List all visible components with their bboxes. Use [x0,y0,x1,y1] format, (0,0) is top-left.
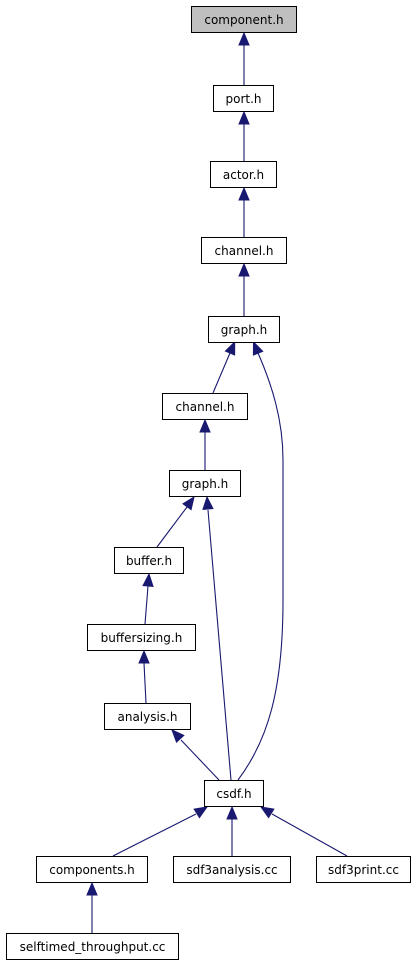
edge-channel2-to-graph-arrowhead [224,340,236,356]
edge-analysis-to-buffersizing-arrowhead [138,649,150,664]
edge-csdf-to-graph2 [207,509,232,781]
edge-channel-to-actor-arrowhead [238,186,250,201]
node-sdf3print-cc[interactable]: sdf3print.cc [316,856,411,883]
node-port-h[interactable]: port.h [213,85,274,112]
node-buffer-h[interactable]: buffer.h [114,547,184,574]
edge-selftimed-to-components-arrowhead [86,881,98,896]
edge-buffersizing-to-buffer [144,585,149,625]
edge-port-to-component-arrowhead [238,31,250,46]
edge-csdf-to-analysis-arrowhead [171,729,185,744]
node-selftimed-throughput-cc[interactable]: selftimed_throughput.cc [6,933,179,960]
edge-buffer-to-graph2 [156,506,188,548]
node-analysis-h[interactable]: analysis.h [104,703,191,730]
node-actor-h[interactable]: actor.h [210,161,277,188]
node-sdf3analysis-cc[interactable]: sdf3analysis.cc [173,856,291,883]
edge-csdf-to-graph2-arrowhead [202,495,214,510]
edge-components-to-csdf-arrowhead [193,806,209,819]
node-csdf-h[interactable]: csdf.h [204,780,264,807]
node-components-h[interactable]: components.h [36,856,148,883]
edge-csdf-to-graph-arrowhead [252,340,264,356]
edge-sdf3analysis-to-csdf-arrowhead [226,805,238,820]
node-buffersizing-h[interactable]: buffersizing.h [87,624,196,651]
edge-channel2-to-graph [212,352,231,394]
edge-graph2-to-channel2-arrowhead [199,418,211,433]
node-channel-h-top[interactable]: channel.h [201,237,287,264]
edge-buffersizing-to-buffer-arrowhead [142,572,154,587]
edge-csdf-to-analysis [180,739,220,781]
node-channel-h-mid[interactable]: channel.h [162,393,248,420]
edge-actor-to-port-arrowhead [238,110,250,125]
node-graph-h-mid[interactable]: graph.h [169,470,241,497]
edge-sdf3print-to-csdf [271,813,348,857]
edge-analysis-to-buffersizing [143,662,147,704]
node-graph-h-top[interactable]: graph.h [208,316,280,343]
edge-csdf-to-graph [237,352,284,781]
edge-components-to-csdf [112,813,197,857]
edge-sdf3print-to-csdf-arrowhead [259,806,275,819]
edge-graph-to-channel-arrowhead [238,262,250,277]
edge-buffer-to-graph2-arrowhead [182,495,195,511]
node-component-h: component.h [191,6,297,33]
